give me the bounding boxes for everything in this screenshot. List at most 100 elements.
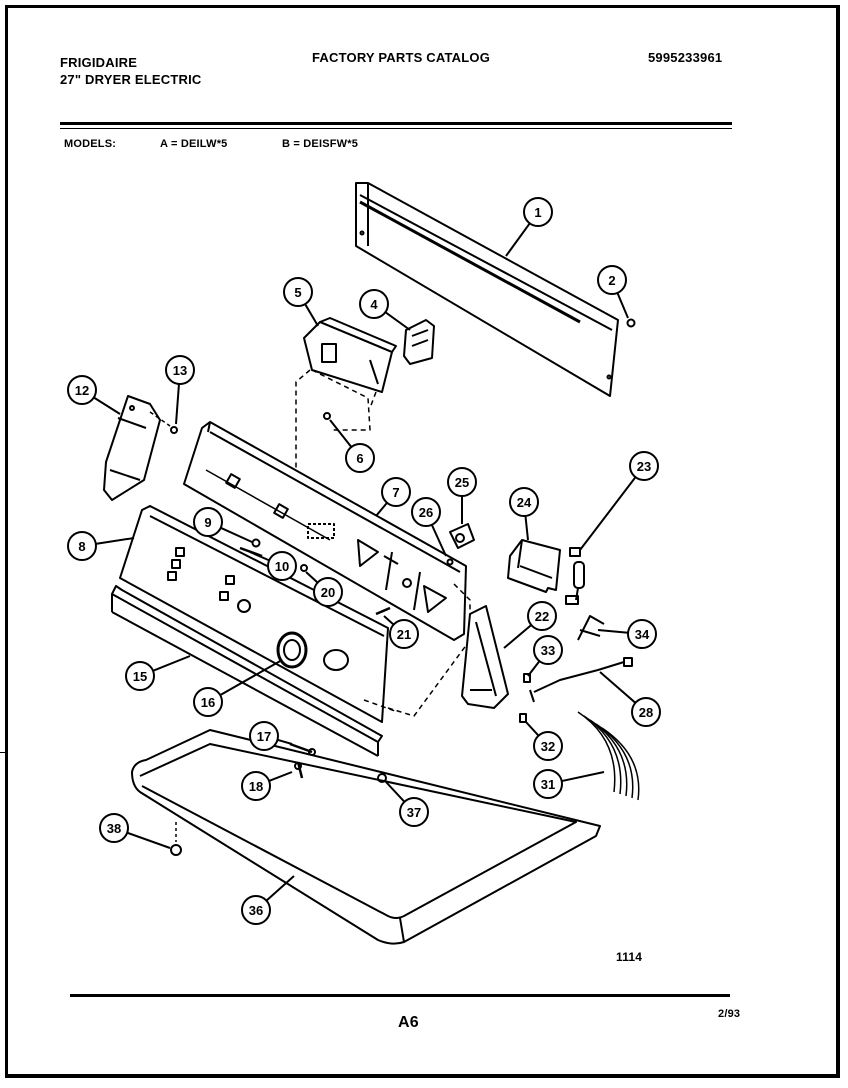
part-23-lamp bbox=[565, 547, 585, 605]
callout-circle bbox=[241, 771, 271, 801]
leader-line bbox=[503, 624, 532, 649]
leader-line bbox=[430, 524, 447, 557]
revision-date: 2/93 bbox=[718, 1008, 741, 1020]
callout-circle bbox=[67, 531, 97, 561]
part-16-knob bbox=[276, 631, 349, 671]
leader-line bbox=[265, 875, 295, 902]
callout-circle bbox=[249, 721, 279, 751]
callout-circle bbox=[241, 895, 271, 925]
callout-number: 21 bbox=[397, 627, 411, 642]
callout-25: 25 bbox=[447, 467, 477, 524]
part-37-screw bbox=[377, 773, 387, 783]
leader-line bbox=[175, 383, 180, 425]
part-4-connector bbox=[403, 319, 435, 365]
edge-mark bbox=[0, 752, 8, 753]
part-26-screw bbox=[446, 558, 454, 566]
brand-name: FRIGIDAIRE bbox=[60, 55, 138, 70]
callout-4: 4 bbox=[359, 289, 411, 331]
callout-12: 12 bbox=[67, 375, 121, 415]
callout-circle bbox=[283, 277, 313, 307]
callout-circle bbox=[533, 635, 563, 665]
callout-number: 9 bbox=[204, 515, 211, 530]
leader-line bbox=[561, 771, 605, 783]
callout-number: 5 bbox=[294, 285, 301, 300]
part-2-screw bbox=[626, 318, 636, 328]
leader-line bbox=[385, 781, 406, 803]
model-a: A = DEILW*5 bbox=[160, 138, 228, 150]
callout-circle bbox=[509, 487, 539, 517]
model-b: B = DEISFW*5 bbox=[282, 138, 359, 150]
product-name: 27" DRYER ELECTRIC bbox=[60, 72, 202, 87]
callout-circle bbox=[165, 355, 195, 385]
callout-9: 9 bbox=[193, 507, 253, 543]
callout-number: 1 bbox=[534, 205, 541, 220]
callout-number: 4 bbox=[370, 297, 378, 312]
page-number: A6 bbox=[398, 1014, 419, 1031]
callout-circle bbox=[523, 197, 553, 227]
callout-number: 12 bbox=[75, 383, 89, 398]
part-7-control-panel bbox=[183, 421, 467, 641]
callout-circle bbox=[381, 477, 411, 507]
leader-line bbox=[268, 771, 293, 782]
callout-13: 13 bbox=[165, 355, 195, 425]
callout-37: 37 bbox=[385, 781, 429, 827]
leader-line bbox=[93, 396, 121, 415]
callout-15: 15 bbox=[125, 655, 191, 691]
callout-number: 37 bbox=[407, 805, 421, 820]
leader-line bbox=[277, 738, 293, 745]
callout-8: 8 bbox=[67, 531, 135, 561]
callout-number: 6 bbox=[356, 451, 363, 466]
callout-circle bbox=[267, 551, 297, 581]
callout-circle bbox=[389, 619, 419, 649]
callout-34: 34 bbox=[597, 619, 657, 649]
leader-line bbox=[579, 476, 637, 551]
part-6-screw bbox=[323, 412, 331, 420]
leader-line bbox=[375, 502, 388, 517]
callout-number: 17 bbox=[257, 729, 271, 744]
callout-number: 36 bbox=[249, 903, 263, 918]
part-34-retainer bbox=[577, 615, 605, 641]
leader-line bbox=[505, 222, 531, 257]
callout-26: 26 bbox=[411, 497, 447, 557]
part-8-control-housing bbox=[119, 505, 389, 723]
callout-38: 38 bbox=[99, 813, 171, 849]
part-13-screw bbox=[170, 426, 178, 434]
callout-number: 22 bbox=[535, 609, 549, 624]
callout-number: 20 bbox=[321, 585, 335, 600]
part-12-bracket bbox=[103, 395, 161, 501]
leader-line bbox=[219, 659, 283, 696]
leader-line bbox=[305, 571, 319, 584]
part-25-switch bbox=[449, 523, 475, 549]
callout-1: 1 bbox=[505, 197, 553, 257]
callout-circle bbox=[533, 769, 563, 799]
callout-10: 10 bbox=[249, 551, 297, 581]
callout-number: 10 bbox=[275, 559, 289, 574]
part-5-control-box bbox=[303, 317, 397, 393]
callout-number: 15 bbox=[133, 669, 147, 684]
callout-circle bbox=[125, 661, 155, 691]
callout-22: 22 bbox=[503, 601, 557, 649]
leader-line bbox=[616, 292, 629, 319]
footer-rule bbox=[70, 994, 730, 997]
callout-circle bbox=[313, 577, 343, 607]
part-28-harness bbox=[533, 657, 633, 693]
catalog-number: 5995233961 bbox=[648, 50, 723, 65]
callout-24: 24 bbox=[509, 487, 539, 541]
callout-circle bbox=[533, 731, 563, 761]
callout-number: 31 bbox=[541, 777, 555, 792]
catalog-title: FACTORY PARTS CATALOG bbox=[312, 50, 491, 65]
callout-number: 26 bbox=[419, 505, 433, 520]
callout-number: 38 bbox=[107, 821, 121, 836]
part-1-back-panel bbox=[355, 182, 619, 397]
callout-circle bbox=[345, 443, 375, 473]
callout-circle bbox=[527, 601, 557, 631]
leader-line bbox=[597, 629, 629, 634]
callout-circle bbox=[411, 497, 441, 527]
callout-32: 32 bbox=[525, 721, 563, 761]
callout-number: 8 bbox=[78, 539, 85, 554]
callout-33: 33 bbox=[527, 635, 563, 677]
callout-2: 2 bbox=[597, 265, 629, 319]
figure-number: 1114 bbox=[616, 950, 643, 964]
part-22-bracket bbox=[461, 605, 509, 709]
